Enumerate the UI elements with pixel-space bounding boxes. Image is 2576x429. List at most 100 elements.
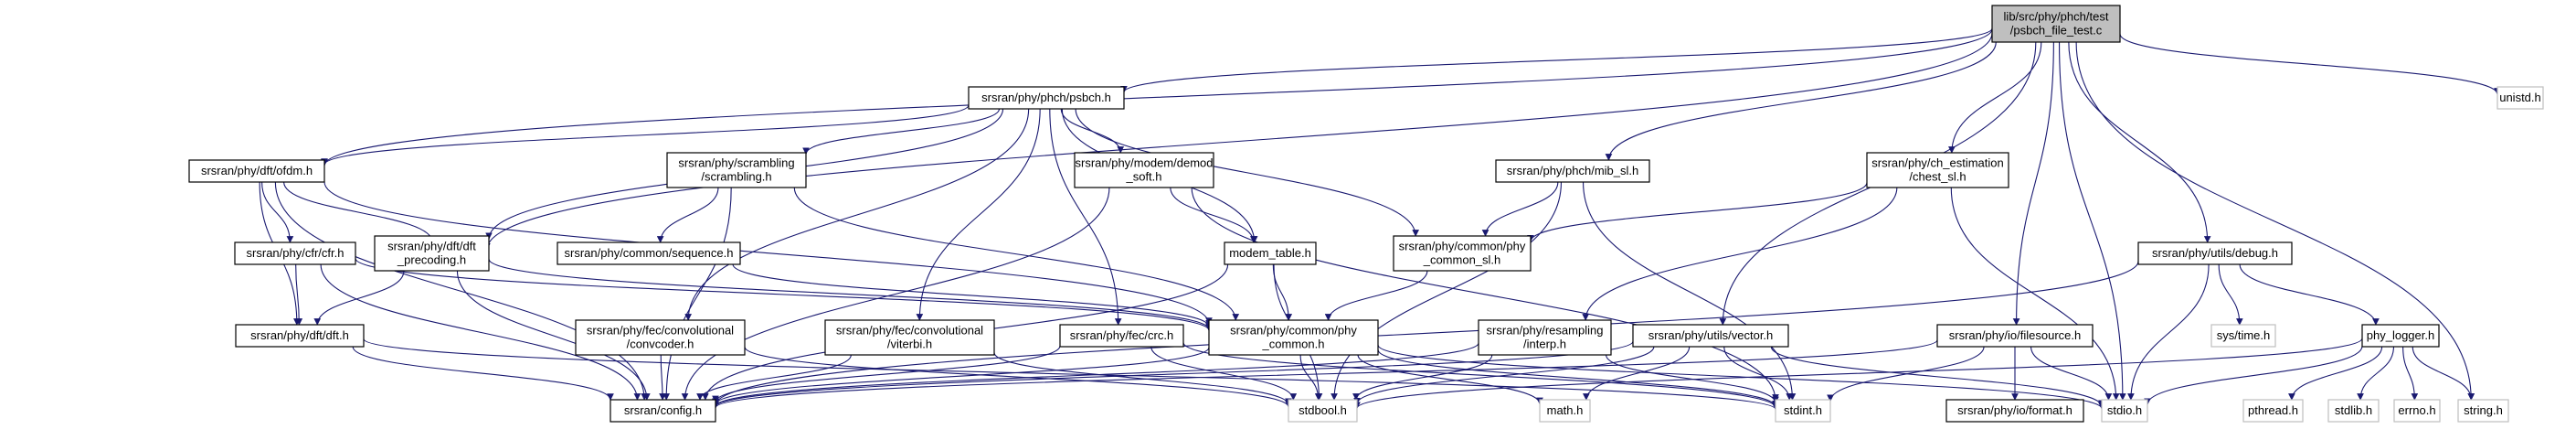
edge-ofdm-to-config	[274, 181, 648, 401]
edge-phy_common-to-stdbool	[1299, 354, 1322, 401]
node-box-unistd	[2496, 86, 2544, 110]
node-box-filesource	[1936, 324, 2094, 348]
node-box-chest_sl	[1866, 152, 2009, 188]
node-pthread: pthread.h	[2242, 399, 2304, 423]
node-config[interactable]: srsran/config.h	[610, 399, 716, 423]
node-label-root: lib/src/phy/phch/test	[2004, 10, 2109, 24]
node-string: string.h	[2457, 399, 2509, 423]
node-box-cfr	[234, 241, 356, 265]
node-viterbi[interactable]: srsran/phy/fec/convolutional/viterbi.h	[824, 319, 995, 356]
node-box-sequence	[557, 241, 741, 265]
edge-filesource-to-stdint	[1827, 346, 1985, 402]
node-psbch[interactable]: srsran/phy/phch/psbch.h	[968, 86, 1125, 110]
node-chest_sl[interactable]: srsran/phy/ch_estimation/chest_sl.h	[1866, 152, 2009, 188]
node-convcoder[interactable]: srsran/phy/fec/convolutional/convcoder.h	[575, 319, 746, 356]
node-label-chest_sl: srsran/phy/ch_estimation	[1871, 156, 2004, 170]
edge-crc-to-config	[712, 345, 1061, 403]
node-demod_soft[interactable]: srsran/phy/modem/demod_soft.h	[1074, 152, 1214, 188]
node-label-systime: sys/time.h	[2217, 328, 2271, 342]
node-label-demod_soft: _soft.h	[1125, 170, 1161, 184]
node-label-stdio: stdio.h	[2107, 403, 2142, 417]
edge-root-to-string	[2075, 41, 2475, 401]
edge-ofdm-to-strings	[283, 181, 437, 243]
edge-dft-to-config	[352, 346, 614, 401]
node-cfr[interactable]: srsran/phy/cfr/cfr.h	[234, 241, 356, 265]
edge-psbch-to-viterbi	[916, 108, 1041, 321]
node-box-pthread	[2242, 399, 2304, 423]
node-crc[interactable]: srsran/phy/fec/crc.h	[1059, 324, 1184, 348]
node-dft[interactable]: srsran/phy/dft/dft.h	[235, 324, 365, 348]
edge-debug-to-systime	[2218, 263, 2243, 326]
node-dft_precoding[interactable]: srsran/phy/dft/dft_precoding.h	[374, 235, 490, 272]
node-sequence[interactable]: srsran/phy/common/sequence.h	[557, 241, 741, 265]
node-filesource[interactable]: srsran/phy/io/filesource.h	[1936, 324, 2094, 348]
edge-psbch-to-ofdm	[321, 104, 970, 166]
node-phy_common[interactable]: srsran/phy/common/phy_common.h	[1208, 319, 1379, 356]
edge-phy_logger-to-string	[2412, 346, 2475, 401]
node-label-chest_sl: /chest_sl.h	[1909, 170, 1966, 184]
node-box-interp	[1478, 319, 1612, 356]
edge-convcoder-to-config	[659, 354, 666, 401]
node-label-ofdm: srsran/phy/dft/ofdm.h	[201, 164, 313, 177]
node-phy_common_sl[interactable]: srsran/phy/common/phy_common_sl.h	[1393, 235, 1532, 272]
node-stdint: stdint.h	[1775, 399, 1831, 423]
edge-cfr-to-dft	[295, 263, 303, 326]
edge-debug-to-config	[712, 261, 2139, 406]
node-box-stdint	[1775, 399, 1831, 423]
edge-demod_soft-to-config	[681, 187, 1110, 401]
node-label-phy_common: srsran/phy/common/phy	[1230, 324, 1357, 338]
edge-mib_sl-to-phy_common_sl	[1481, 181, 1559, 237]
node-label-interp: srsran/phy/resampling	[1487, 324, 1604, 338]
edge-vector-to-math	[1583, 346, 1691, 401]
node-format[interactable]: srsran/phy/io/format.h	[1945, 399, 2084, 423]
edge-mib_sl-to-stdbool	[1330, 181, 1563, 401]
node-debug[interactable]: srsran/phy/utils/debug.h	[2137, 241, 2293, 265]
edge-scrambling-to-sequence	[656, 187, 719, 243]
node-interp[interactable]: srsran/phy/resampling/interp.h	[1478, 319, 1612, 356]
node-label-modem_table: modem_table.h	[1229, 246, 1311, 260]
node-label-filesource: srsran/phy/io/filesource.h	[1949, 328, 2082, 342]
node-scrambling[interactable]: srsran/phy/scrambling/scrambling.h	[666, 152, 807, 188]
node-box-format	[1945, 399, 2084, 423]
edge-phy_common-to-math	[1357, 354, 1543, 405]
node-label-scrambling: /scrambling.h	[701, 170, 771, 184]
edge-interp-to-config	[712, 342, 1479, 408]
edge-dft_precoding-to-dft	[313, 270, 405, 326]
node-vector[interactable]: srsran/phy/utils/vector.h	[1632, 324, 1789, 348]
node-label-config: srsran/config.h	[624, 403, 702, 417]
node-modem_table[interactable]: modem_table.h	[1224, 241, 1317, 265]
edge-phy_common_sl-to-phy_common	[1324, 270, 1428, 321]
node-label-vector: srsran/phy/utils/vector.h	[1648, 328, 1774, 342]
node-root[interactable]: lib/src/phy/phch/test/psbch_file_test.c	[1991, 5, 2121, 43]
node-phy_logger[interactable]: phy_logger.h	[2361, 324, 2440, 348]
node-mib_sl[interactable]: srsran/phy/phch/mib_sl.h	[1495, 159, 1650, 183]
edge-root-to-filesource	[2012, 41, 2054, 326]
node-box-root	[1991, 5, 2121, 43]
edge-ofdm-to-phy_common	[323, 181, 1213, 325]
node-box-demod_soft	[1074, 152, 1214, 188]
node-box-stdio	[2101, 399, 2148, 423]
edge-dft_precoding-to-phy_common	[488, 258, 1213, 330]
node-label-psbch: srsran/phy/phch/psbch.h	[981, 91, 1111, 104]
edge-vector-to-stdbool	[1353, 346, 1655, 405]
node-label-convcoder: srsran/phy/fec/convolutional	[587, 324, 734, 338]
edge-debug-to-stdio	[2127, 263, 2210, 401]
edge-chest_sl-to-stdio	[1950, 187, 2120, 401]
edge-filesource-to-stdio	[2030, 346, 2113, 401]
edge-phy_logger-to-stdbool	[1353, 338, 2363, 410]
edge-demod_soft-to-stdint	[1191, 187, 1779, 402]
edge-scrambling-to-config	[663, 187, 732, 401]
node-label-scrambling: srsran/phy/scrambling	[678, 156, 794, 170]
node-box-string	[2457, 399, 2509, 423]
edge-crc-to-stdbool	[1150, 346, 1298, 401]
node-ofdm[interactable]: srsran/phy/dft/ofdm.h	[188, 159, 325, 183]
edge-cfr-to-phy_common	[355, 258, 1213, 331]
node-label-phy_common_sl: srsran/phy/common/phy	[1399, 240, 1526, 253]
node-label-format: srsran/phy/io/format.h	[1957, 403, 2072, 417]
node-label-convcoder: /convcoder.h	[627, 338, 694, 351]
node-label-phy_common: _common.h	[1262, 338, 1325, 351]
node-label-phy_logger: phy_logger.h	[2367, 328, 2434, 342]
node-box-config	[610, 399, 716, 423]
edge-filesource-to-config	[712, 339, 1938, 409]
